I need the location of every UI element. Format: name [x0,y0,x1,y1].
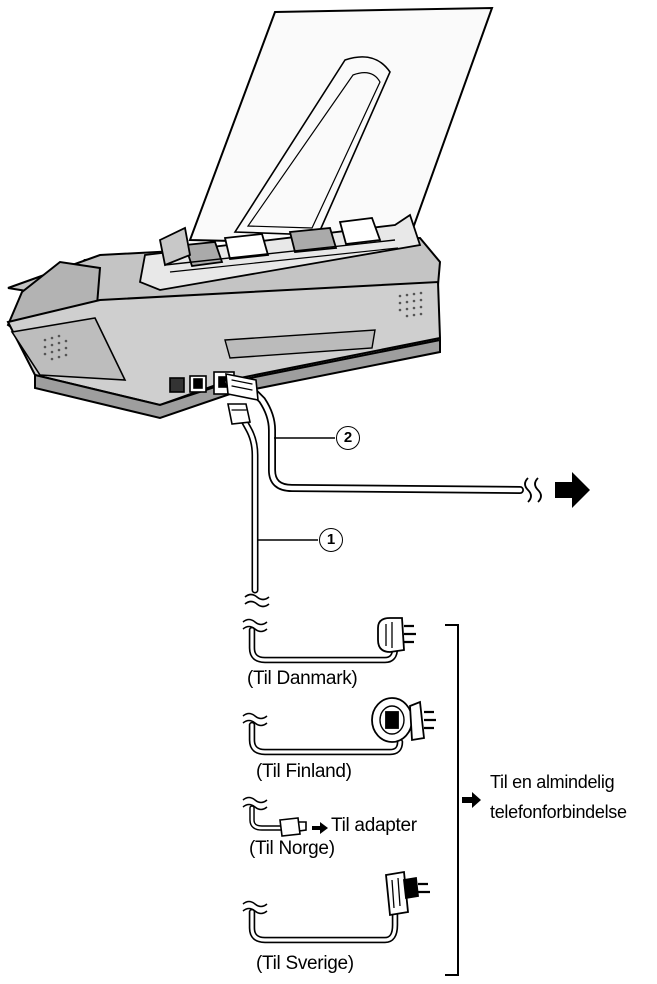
label-sverige: (Til Sverige) [256,953,354,974]
callout-1: 1 [319,528,343,552]
cord-finland [248,721,404,756]
speaker-grille-left [43,334,68,361]
paper-support [188,6,494,247]
label-danmark: (Til Danmark) [247,668,358,689]
phone-plug-icon [385,870,430,917]
cord-norge [249,805,285,831]
wavy-break-icon [242,796,268,811]
callout-leaders [257,437,335,541]
arrow-right-icon [312,822,328,834]
label-adapter: Til adapter [331,815,417,836]
cord-danmark [248,626,399,664]
destination-line-1: Til en almindelig [490,772,615,792]
document-guide [138,213,422,291]
cord-2 [224,373,524,494]
phone-plug-icon [279,817,307,837]
callout-2: 2 [336,426,360,450]
phone-plug-icon [377,617,416,653]
arrow-right-icon [555,472,590,508]
phone-plug-icon [371,697,436,743]
label-finland: (Til Finland) [256,761,352,782]
label-norge: (Til Norge) [249,838,335,859]
speaker-grille-right [398,291,423,318]
arrow-right-icon [462,792,481,808]
wavy-break-icon [242,712,268,727]
bracket-icon [445,624,459,976]
wavy-break-icon [242,900,268,915]
cord-1 [227,403,259,594]
cord-sverige [248,906,399,944]
wavy-break-icon [242,618,268,633]
wavy-break-icon [524,477,542,503]
destination-line-2: telefonforbindelse [490,802,627,822]
wavy-break-icon [244,593,270,608]
